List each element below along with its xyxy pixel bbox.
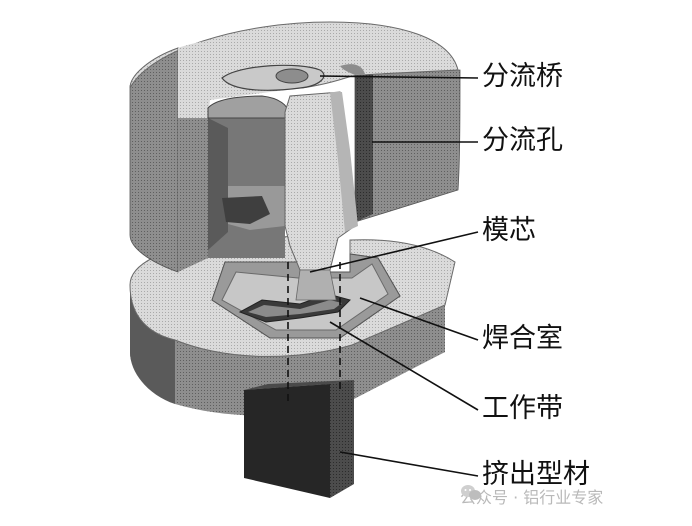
leader-lines [309,75,479,477]
label-bearing: 工作带 [482,393,563,424]
label-mandrel: 模芯 [482,215,536,246]
watermark: 公众号 · 铝行业专家 [460,484,603,508]
leader-welding-chamber [359,297,479,341]
leader-extrudate [339,451,479,477]
label-bridge: 分流桥 [482,61,563,92]
label-extrudate: 挤出型材 [482,459,590,490]
watermark-text: 公众号 · 铝行业专家 [460,488,604,507]
wechat-icon [461,485,481,500]
label-port: 分流孔 [482,125,563,156]
leader-bridge [319,75,479,79]
extrudate-profile [244,380,354,498]
leader-mandrel [309,231,479,273]
upper-die [129,21,461,301]
label-welding-chamber: 焊合室 [482,323,563,354]
projection-lines [287,262,341,402]
leader-bearing [329,321,479,411]
